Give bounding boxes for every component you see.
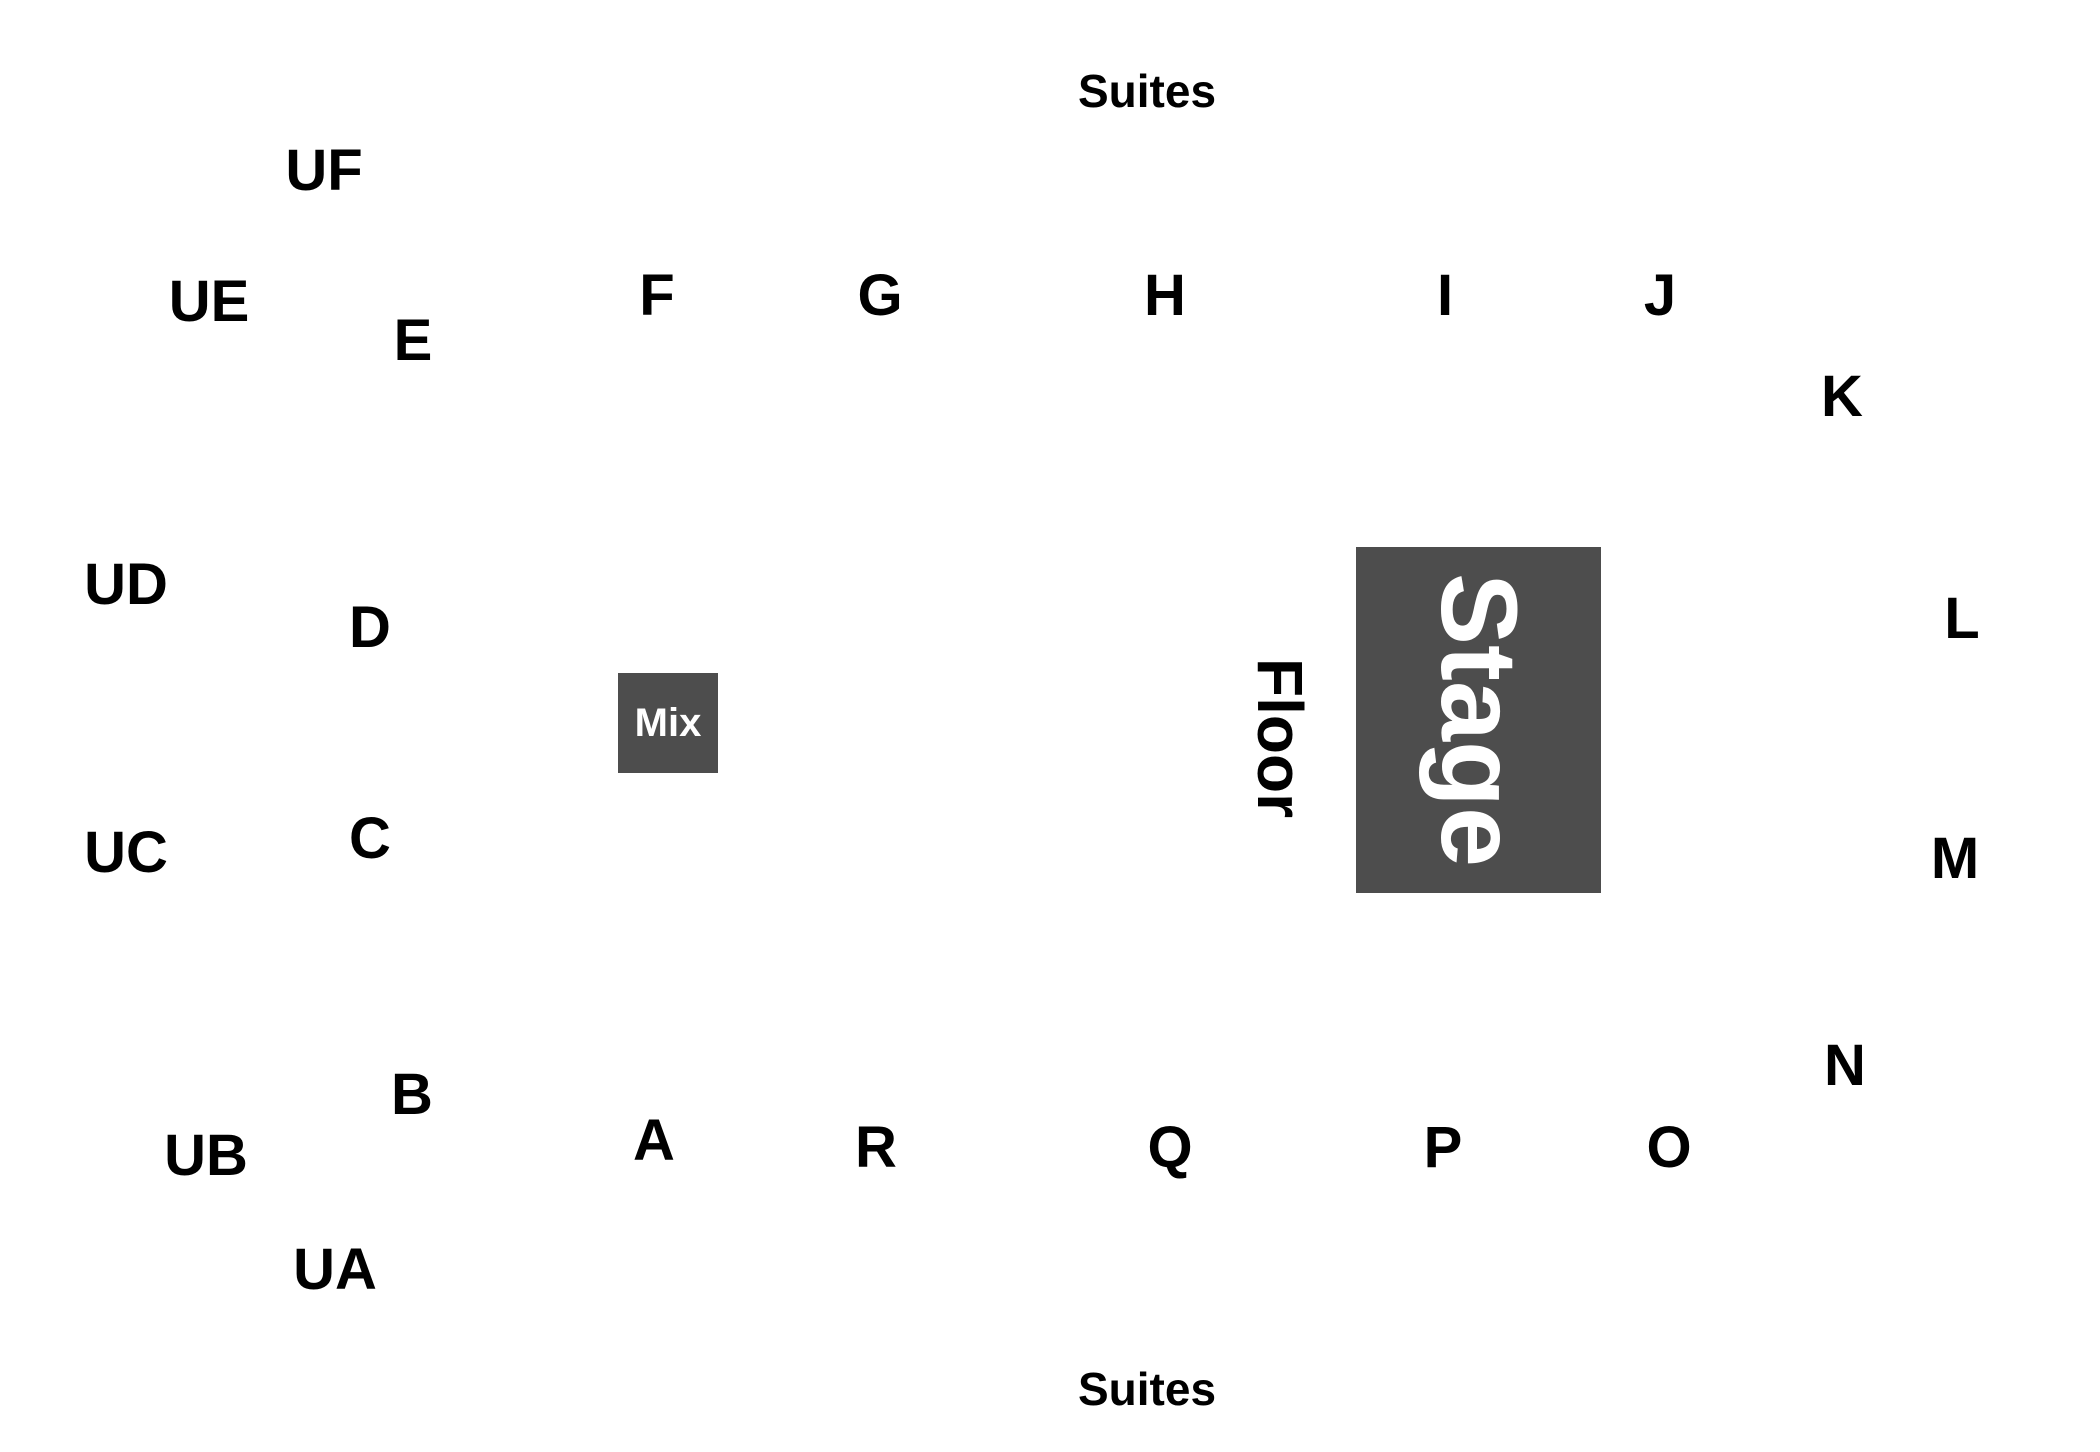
stage-label: Stage (1418, 572, 1540, 868)
section-e[interactable]: E (393, 308, 433, 373)
section-o[interactable]: O (1646, 1115, 1692, 1180)
section-n[interactable]: N (1824, 1033, 1866, 1098)
section-ue[interactable]: UE (168, 269, 250, 334)
section-j[interactable]: J (1643, 263, 1677, 328)
section-ud[interactable]: UD (84, 552, 168, 617)
suites-label-top: Suites (1077, 65, 1217, 117)
section-f[interactable]: F (639, 263, 675, 328)
section-d[interactable]: D (349, 595, 391, 660)
section-a[interactable]: A (633, 1108, 675, 1173)
section-l[interactable]: L (1944, 586, 1980, 651)
mix-booth[interactable]: Mix (618, 673, 718, 773)
section-c[interactable]: C (349, 806, 391, 871)
section-r[interactable]: R (855, 1115, 897, 1180)
section-p[interactable]: P (1423, 1115, 1463, 1180)
stage[interactable]: Stage (1356, 547, 1601, 893)
section-m[interactable]: M (1930, 826, 1980, 891)
section-ub[interactable]: UB (164, 1123, 248, 1188)
section-uc[interactable]: UC (84, 820, 168, 885)
section-ua[interactable]: UA (293, 1237, 377, 1302)
section-i[interactable]: I (1436, 263, 1454, 328)
section-uf[interactable]: UF (285, 138, 363, 203)
mix-label: Mix (634, 701, 702, 745)
section-q[interactable]: Q (1147, 1115, 1193, 1180)
floor-label[interactable]: Floor (1244, 658, 1316, 818)
suites-label-bottom: Suites (1077, 1363, 1217, 1415)
section-b[interactable]: B (391, 1062, 433, 1127)
section-k[interactable]: K (1821, 364, 1863, 429)
section-g[interactable]: G (857, 263, 903, 328)
section-h[interactable]: H (1144, 263, 1186, 328)
